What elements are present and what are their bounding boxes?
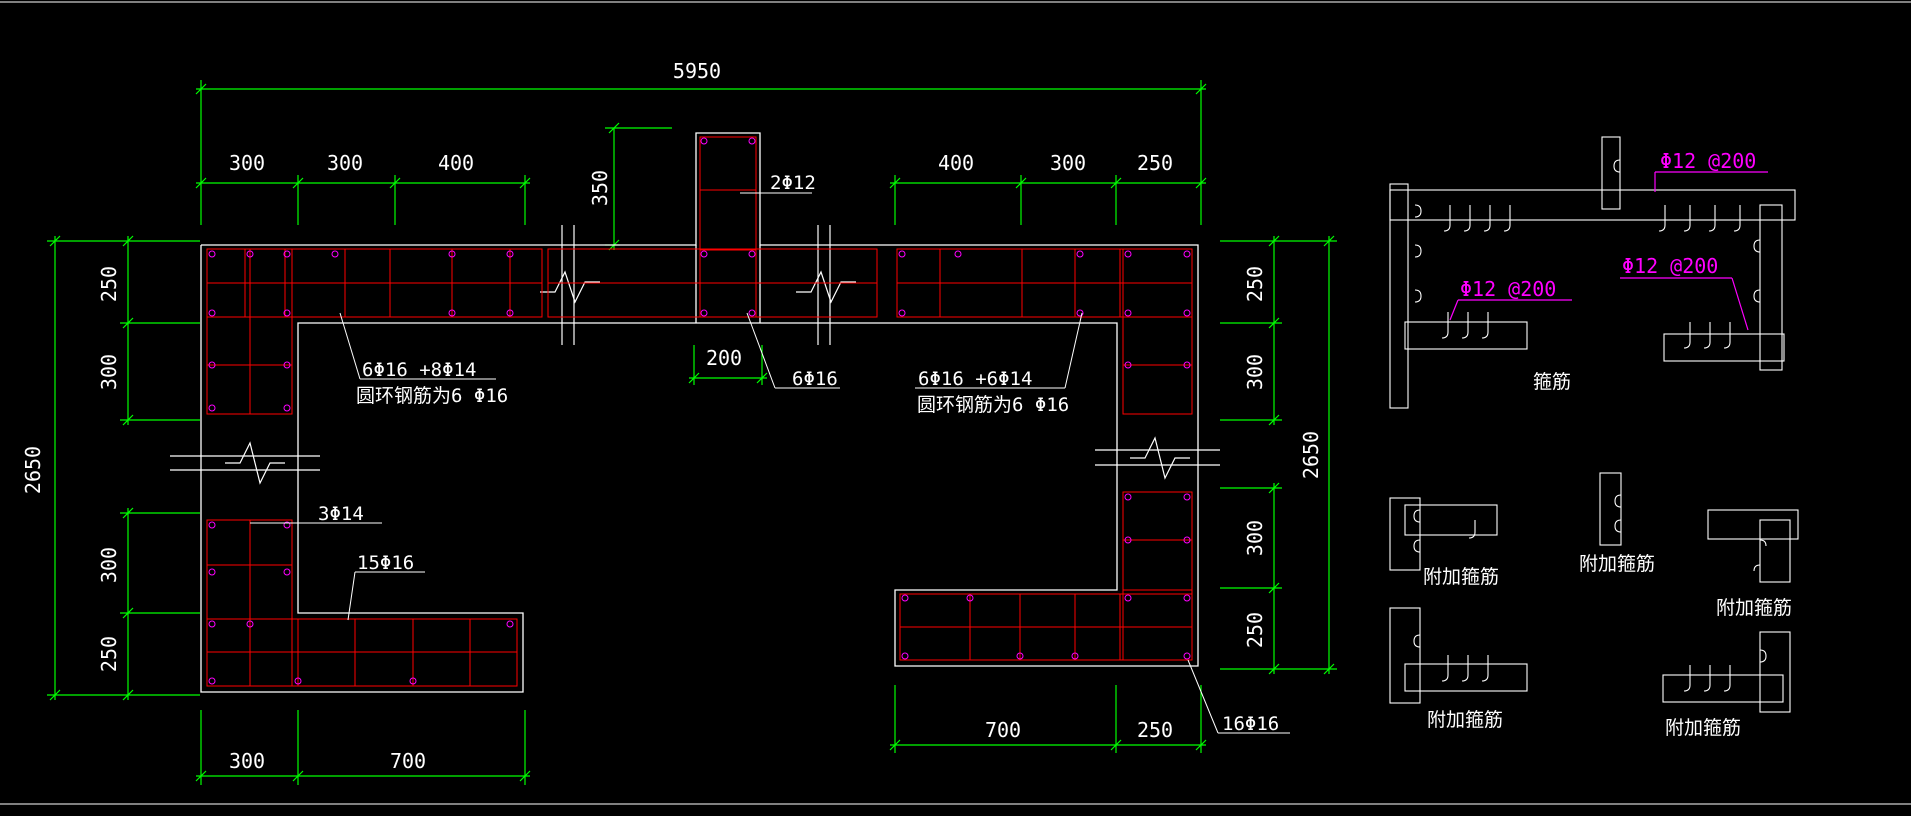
dim-top-total: 5950 (673, 59, 721, 83)
dim-right-lower-1: 300 (1243, 520, 1267, 556)
dim-top-left-1: 300 (229, 151, 265, 175)
dim-left-lower-2: 250 (97, 636, 121, 672)
label-column-top: 2Φ12 (770, 172, 816, 194)
stirrup-label-mid-left: Φ12 @200 (1460, 277, 1556, 301)
dim-bottom-right-2: 250 (1137, 718, 1173, 742)
dim-left-lower-1: 300 (97, 547, 121, 583)
dim-right-lower-2: 250 (1243, 612, 1267, 648)
label-column-main: 6Φ16 (792, 368, 838, 390)
label-right-bottom: 16Φ16 (1222, 713, 1279, 735)
wall-outline (200, 132, 1199, 693)
additional-stirrup-caption-3: 附加箍筋 (1716, 597, 1792, 619)
label-right-corner-2: 圆环钢筋为6 Φ16 (917, 394, 1069, 416)
label-left-corner-2: 圆环钢筋为6 Φ16 (356, 385, 508, 407)
dim-column-width: 200 (706, 346, 742, 370)
rebar-cages (206, 136, 1193, 687)
dim-bottom-right-1: 700 (985, 718, 1021, 742)
additional-stirrup-caption-2: 附加箍筋 (1579, 553, 1655, 575)
label-left-mid: 3Φ14 (318, 503, 364, 525)
dim-left-upper-2: 300 (97, 354, 121, 390)
label-left-corner-1: 6Φ16 +8Φ14 (362, 359, 476, 381)
dim-top-left-3: 400 (438, 151, 474, 175)
label-left-bottom: 15Φ16 (357, 552, 414, 574)
dim-right-upper-1: 250 (1243, 266, 1267, 302)
stirrup-label-mid-right: Φ12 @200 (1622, 254, 1718, 278)
dim-left-upper-1: 250 (97, 266, 121, 302)
dim-left-total: 2650 (21, 446, 45, 494)
additional-stirrups (1389, 472, 1799, 713)
additional-stirrup-caption-1: 附加箍筋 (1423, 566, 1499, 588)
stirrup-label-top: Φ12 @200 (1660, 149, 1756, 173)
break-symbols (170, 225, 1220, 485)
additional-stirrup-caption-4: 附加箍筋 (1427, 709, 1503, 731)
stirrup-detail (1389, 136, 1796, 409)
dim-top-right-2: 300 (1050, 151, 1086, 175)
dim-top-left-2: 300 (327, 151, 363, 175)
stirrup-caption: 箍筋 (1533, 371, 1571, 393)
rebar-bars (208, 137, 1191, 685)
label-right-corner-1: 6Φ16 +6Φ14 (918, 368, 1032, 390)
dim-bottom-left-2: 700 (390, 749, 426, 773)
dim-right-total: 2650 (1299, 431, 1323, 479)
dim-top-right-3: 250 (1137, 151, 1173, 175)
dimension-lines (47, 80, 1337, 785)
dim-bottom-left-1: 300 (229, 749, 265, 773)
dim-column-height: 350 (588, 170, 612, 206)
additional-stirrup-caption-5: 附加箍筋 (1665, 717, 1741, 739)
leader-lines (250, 192, 1290, 734)
dim-right-upper-2: 300 (1243, 354, 1267, 390)
dim-top-right-1: 400 (938, 151, 974, 175)
